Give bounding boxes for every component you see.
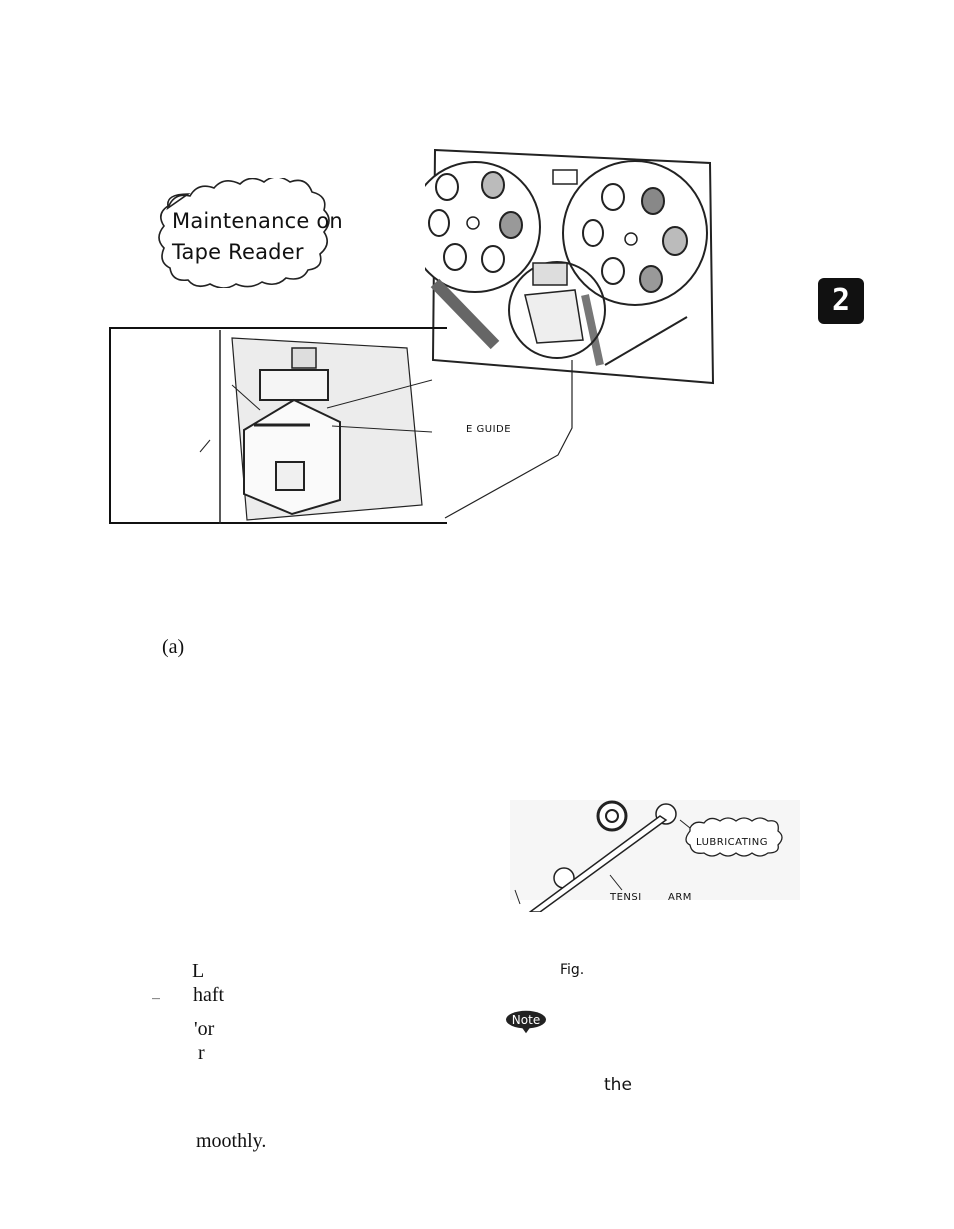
title-line-2: Tape Reader <box>172 240 304 264</box>
tension-arm-figure <box>510 800 800 912</box>
note-badge-text: Note <box>511 1013 541 1027</box>
guide-label: E GUIDE <box>466 424 512 435</box>
lubricating-label: LUBRICATING <box>696 837 768 848</box>
title-line-1: Maintenance on <box>172 209 343 233</box>
tension-arm-label-right: ARM <box>668 892 692 903</box>
left-fragment-5: moothly. <box>196 1130 267 1152</box>
note-badge-shape <box>506 1010 546 1034</box>
left-reel <box>425 161 541 293</box>
left-fragment-3: 'or <box>194 1018 215 1040</box>
left-fragment-2: haft <box>193 984 225 1006</box>
title-cloud <box>158 178 330 288</box>
left-fragment-4: r <box>198 1042 205 1064</box>
right-reel <box>562 160 708 306</box>
left-fragment-mark: — <box>152 994 160 1003</box>
tape-reader-illustration <box>425 148 715 385</box>
cloud-title-text: Maintenance on Tape Reader <box>172 206 343 268</box>
inset-frame <box>109 327 447 524</box>
step-marker: (a) <box>162 636 185 658</box>
chapter-tab: 2 <box>818 278 864 324</box>
figure-caption: Fig. <box>560 962 585 978</box>
callout-lines <box>444 360 573 519</box>
tension-arm-label-left: TENSI <box>610 892 642 903</box>
note-body-fragment: the <box>604 1075 632 1095</box>
tape-head-detail <box>199 330 433 524</box>
left-fragment-1: L <box>192 960 205 982</box>
